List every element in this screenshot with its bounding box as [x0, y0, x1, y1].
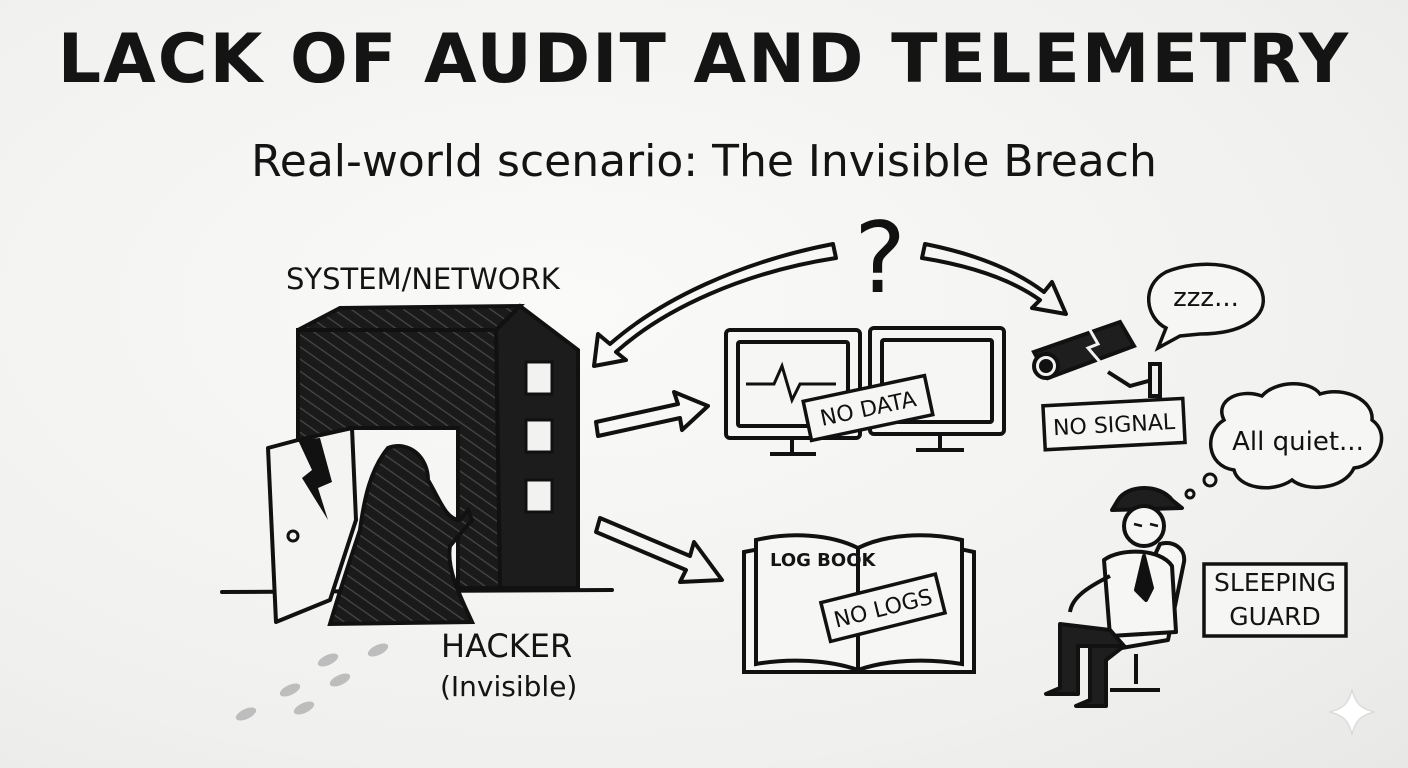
arrow-to-logbook: [594, 516, 724, 584]
building-icon: [296, 303, 580, 590]
system-network-label: SYSTEM/NETWORK: [286, 262, 560, 296]
page-title: LACK OF AUDIT AND TELEMETRY: [57, 20, 1351, 99]
arrow-to-monitors: [594, 390, 710, 438]
page-subtitle: Real-world scenario: The Invisible Breac…: [251, 136, 1157, 187]
hacker-label: HACKER: [441, 627, 573, 665]
hacker-invisible-label: (Invisible): [440, 670, 578, 703]
sleeping-guard-tag: [1202, 562, 1348, 638]
no-signal-tag: NO SIGNAL: [1041, 396, 1187, 452]
question-mark-icon: ?: [854, 202, 906, 316]
sleeping-guard-label-line2: GUARD: [1229, 602, 1321, 631]
sleeping-guard-label-line1: SLEEPING: [1214, 568, 1336, 597]
sparkle-icon: [1327, 687, 1377, 737]
broken-camera-icon: [1031, 319, 1162, 398]
svg-text:zzz...: zzz...: [1173, 283, 1239, 313]
arrow-question-to-camera: [920, 242, 1068, 316]
hooded-hacker-icon: [327, 444, 476, 627]
arrow-question-to-building: [592, 242, 838, 368]
footprints-icon: [235, 643, 389, 721]
log-book-label: LOG BOOK: [770, 550, 876, 571]
svg-text:All quiet...: All quiet...: [1232, 427, 1364, 457]
camera-speech-bubble: zzz...: [1147, 262, 1266, 352]
broken-door-icon: [266, 426, 358, 624]
guard-thought-bubble: All quiet...: [1184, 382, 1384, 500]
sleeping-guard-icon: [1044, 486, 1187, 708]
